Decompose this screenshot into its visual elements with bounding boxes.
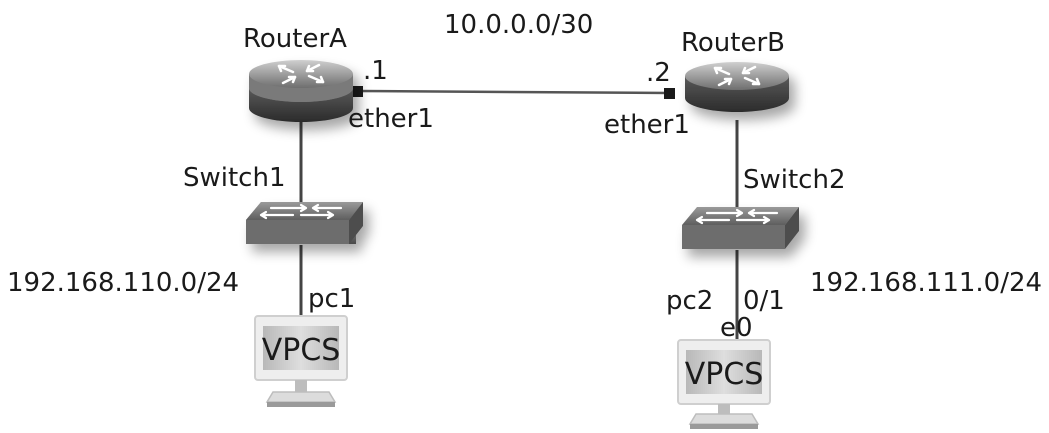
pc-1-link-label: pc1 [308, 284, 356, 314]
switch-1-icon[interactable] [246, 202, 363, 244]
port-marker-routerB-ether1[interactable] [664, 88, 675, 99]
pc-2-port-label: e0 [720, 313, 753, 343]
pc-2-link-label: pc2 [666, 286, 714, 316]
router-a-name: RouterA [243, 24, 347, 54]
port-marker-routerA-ether1[interactable] [352, 86, 363, 97]
router-a-ip-suffix: .1 [363, 56, 388, 86]
router-a-icon[interactable] [249, 60, 353, 122]
router-b-ip-suffix: .2 [646, 58, 671, 88]
router-a-port-label: ether1 [348, 104, 434, 134]
lan-2-subnet: 192.168.111.0/24 [810, 268, 1043, 298]
pc-1-screen-text: VPCS [262, 333, 341, 368]
router-b-port-label: ether1 [604, 110, 690, 140]
pc-2-icon[interactable]: VPCS [677, 339, 771, 429]
network-subnet-label: 10.0.0.0/30 [444, 10, 594, 40]
switch-2-icon[interactable] [682, 207, 799, 249]
router-b-name: RouterB [681, 28, 785, 58]
switch-1-name: Switch1 [183, 163, 286, 193]
switch-2-name: Switch2 [743, 165, 846, 195]
lan-1-subnet: 192.168.110.0/24 [7, 268, 240, 298]
pc-1-icon[interactable]: VPCS [254, 315, 348, 407]
router-b-icon[interactable] [685, 62, 789, 112]
link-routerA-routerB[interactable] [356, 89, 671, 95]
switch-2-port-label: 0/1 [743, 286, 785, 316]
pc-2-screen-text: VPCS [685, 357, 764, 392]
